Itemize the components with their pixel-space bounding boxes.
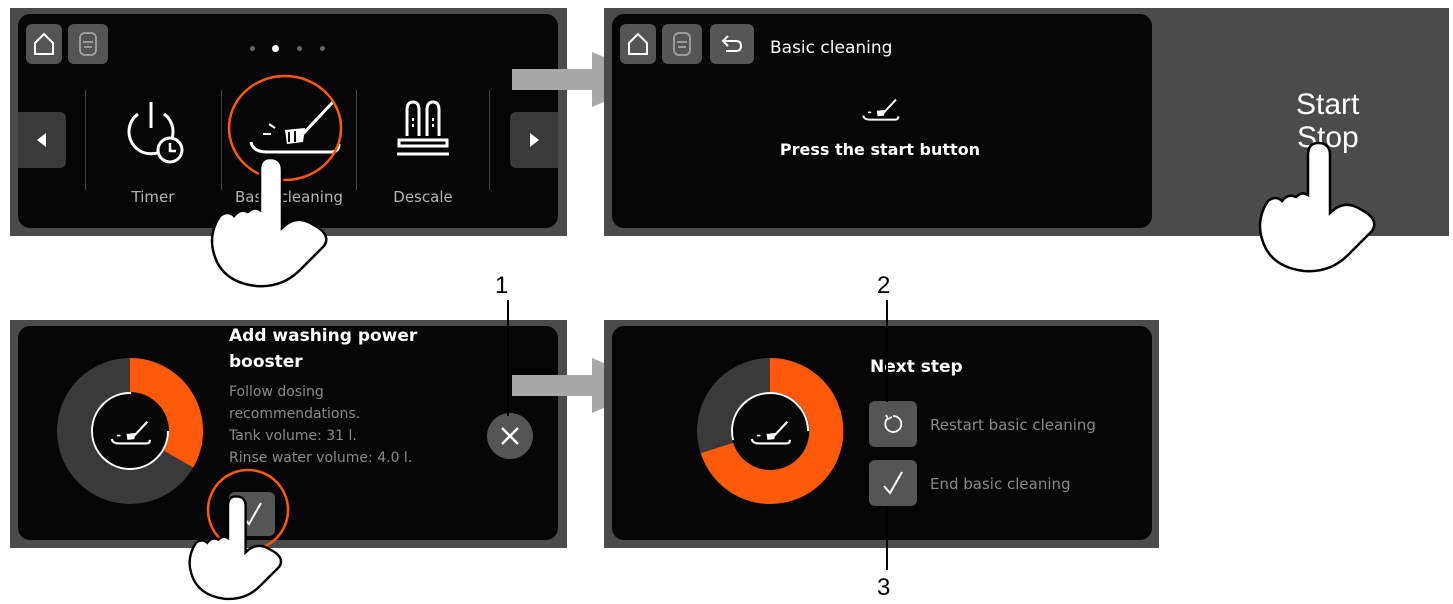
basic-cleaning-icon <box>750 420 792 445</box>
home-icon <box>628 32 648 55</box>
callout-3: 3 <box>877 574 891 601</box>
screen-title: Basic cleaning <box>770 38 893 58</box>
home-icon <box>34 32 54 55</box>
machine-button[interactable] <box>68 24 108 64</box>
start-prompt-screen: Basic cleaning Press the start button <box>612 14 1152 228</box>
timer-icon <box>127 102 184 164</box>
restart-button[interactable] <box>869 401 917 447</box>
dishwasher-icon <box>673 32 691 56</box>
previous-button[interactable] <box>18 112 66 168</box>
next-button[interactable] <box>510 112 558 168</box>
back-arrow-icon <box>721 35 743 52</box>
callout-1: 1 <box>495 272 509 299</box>
basic-cleaning-icon <box>862 98 900 121</box>
progress-ring <box>57 358 203 504</box>
start-label: Start <box>1296 88 1360 121</box>
divider <box>85 90 86 190</box>
descale-icon <box>397 100 449 156</box>
page-dot <box>320 46 325 51</box>
back-button[interactable] <box>710 24 754 64</box>
page-indicator <box>248 44 328 52</box>
home-button[interactable] <box>26 24 62 64</box>
menu-item-label: Timer <box>131 188 175 206</box>
option-end[interactable]: End basic cleaning <box>869 460 1129 508</box>
dialog-heading: Next step <box>870 357 963 377</box>
triangle-right-icon <box>530 133 539 147</box>
page-dot-active <box>272 45 279 52</box>
close-button[interactable] <box>487 413 533 459</box>
menu-item-timer[interactable]: Timer <box>88 90 218 214</box>
instruction-line: Rinse water volume: 4.0 l. <box>229 450 413 466</box>
progress-ring <box>697 357 844 504</box>
dishwasher-icon <box>79 32 97 56</box>
menu-item-descale[interactable]: Descale <box>358 90 488 214</box>
page-dot <box>297 46 302 51</box>
divider <box>356 90 357 190</box>
page-dot <box>250 46 255 51</box>
checkmark-icon <box>883 471 903 495</box>
instruction-line: Tank volume: 31 l. <box>229 428 357 444</box>
basic-cleaning-icon <box>110 420 152 445</box>
callout-2: 2 <box>877 272 891 299</box>
machine-button[interactable] <box>662 24 702 64</box>
end-button[interactable] <box>869 460 917 506</box>
pointing-hand-icon <box>1258 141 1376 273</box>
pointing-hand-icon <box>188 495 283 601</box>
callout-line <box>507 300 509 416</box>
close-icon <box>501 427 519 445</box>
dialog-heading: Add washing power booster <box>229 326 418 372</box>
callout-line <box>886 300 888 402</box>
option-label: Restart basic cleaning <box>930 416 1096 434</box>
divider <box>489 90 490 190</box>
menu-item-label: Descale <box>393 188 453 206</box>
home-button[interactable] <box>620 24 656 64</box>
menu-screen: Timer Basic cleaning Descale <box>18 14 558 228</box>
callout-line <box>886 508 888 570</box>
next-step-screen: Next step Restart basic cleaning End bas… <box>612 326 1152 540</box>
option-label: End basic cleaning <box>930 475 1071 493</box>
option-restart[interactable]: Restart basic cleaning <box>869 401 1129 449</box>
instruction-line: recommendations. <box>229 406 361 422</box>
divider <box>221 90 222 190</box>
instruction-line: Follow dosing <box>229 384 324 400</box>
pointing-hand-icon <box>210 156 328 288</box>
basic-cleaning-icon <box>249 100 341 154</box>
triangle-left-icon <box>37 133 46 147</box>
status-message: Press the start button <box>779 140 981 159</box>
restart-icon <box>884 414 903 433</box>
highlight-circle <box>227 74 343 182</box>
